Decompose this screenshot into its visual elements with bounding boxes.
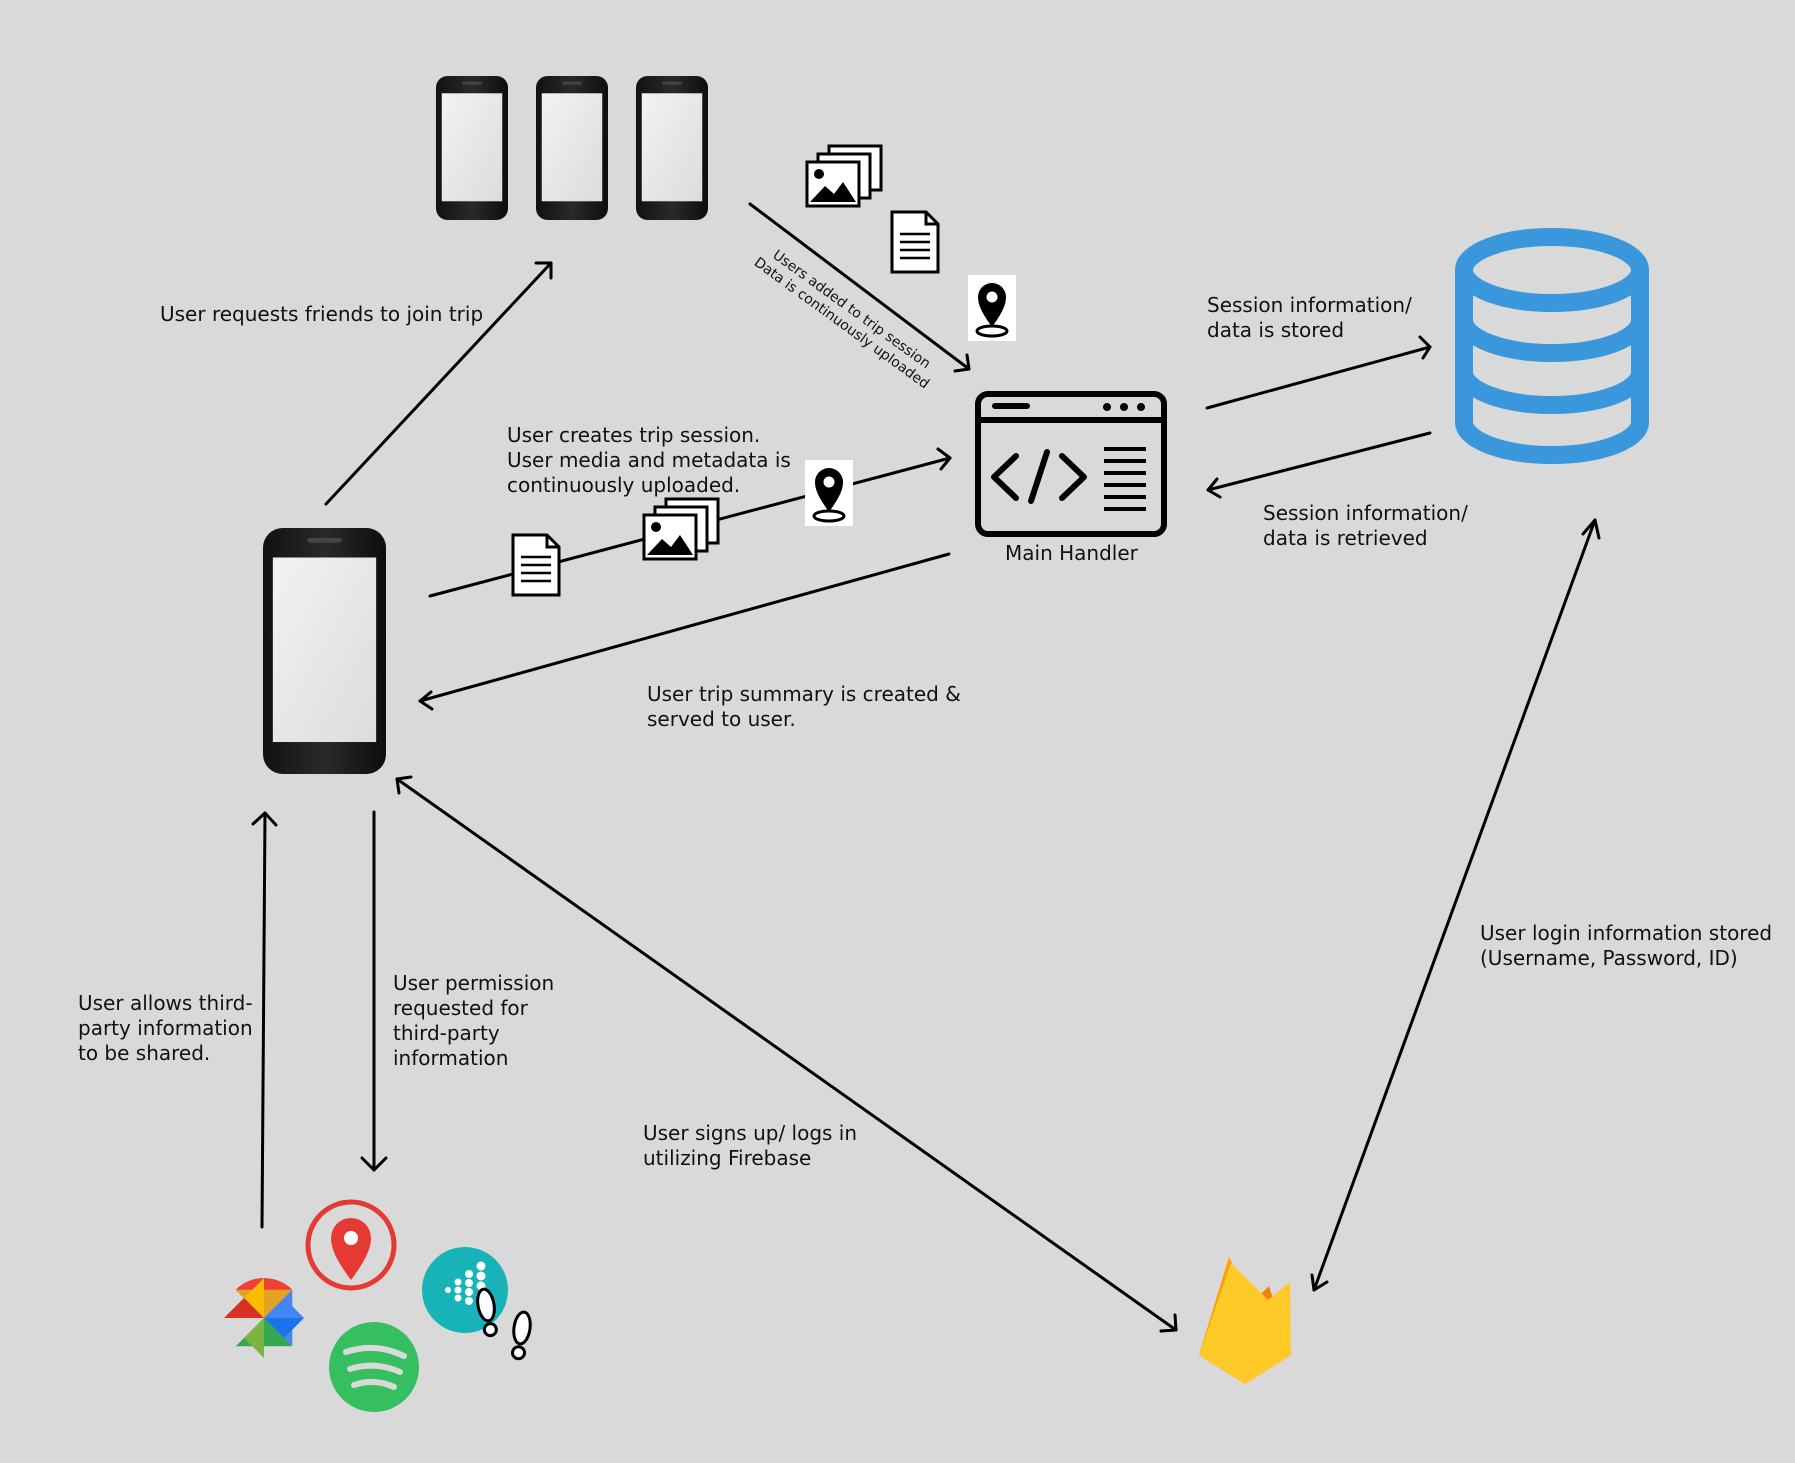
label-retrieved: Session information/ data is retrieved [1263, 501, 1468, 550]
code-window-icon [975, 391, 1167, 537]
image-stack-icon [642, 497, 720, 561]
location-pin-icon [803, 458, 855, 528]
user-phone [263, 528, 386, 774]
fitbit-icon [422, 1247, 508, 1333]
arrow-login-stored [1310, 518, 1601, 1292]
document-icon [511, 533, 561, 597]
google-photos-icon [224, 1278, 304, 1358]
arrow-summary [418, 552, 951, 711]
spotify-icon [329, 1322, 419, 1412]
image-stack-icon [805, 144, 883, 208]
document-icon [890, 210, 940, 274]
location-pin-icon [966, 273, 1018, 343]
label-stored: Session information/ data is stored [1207, 293, 1412, 342]
label-summary: User trip summary is created & served to… [647, 682, 961, 731]
arrow-permission-requested [360, 810, 388, 1172]
label-login-stored: User login information stored (Username,… [1480, 921, 1773, 970]
smartphone-icon [436, 76, 508, 220]
arrow-users-added [748, 202, 971, 373]
label-signs-up: User signs up/ logs in utilizing Firebas… [643, 1121, 858, 1170]
arrow-allows-third-party [251, 811, 278, 1229]
label-permission-requested: User permission requested for third-part… [393, 971, 555, 1070]
node-main-handler-label: Main Handler [1005, 541, 1138, 565]
arrow-request-friends [324, 261, 553, 506]
database-icon [1455, 228, 1649, 464]
smartphone-icon [536, 76, 608, 220]
smartphone-icon [636, 76, 708, 220]
label-create-session: User creates trip session. User media an… [507, 423, 791, 497]
firebase-icon [1199, 1257, 1291, 1384]
maps-pin-icon [305, 1199, 397, 1291]
label-allows-third-party: User allows third- party information to … [78, 991, 253, 1065]
arrow-firebase-auth [395, 775, 1178, 1333]
label-request-friends: User requests friends to join trip [160, 302, 484, 326]
arrow-retrieved [1206, 431, 1432, 499]
arrow-stored [1205, 335, 1432, 410]
friend-phones [436, 76, 708, 220]
